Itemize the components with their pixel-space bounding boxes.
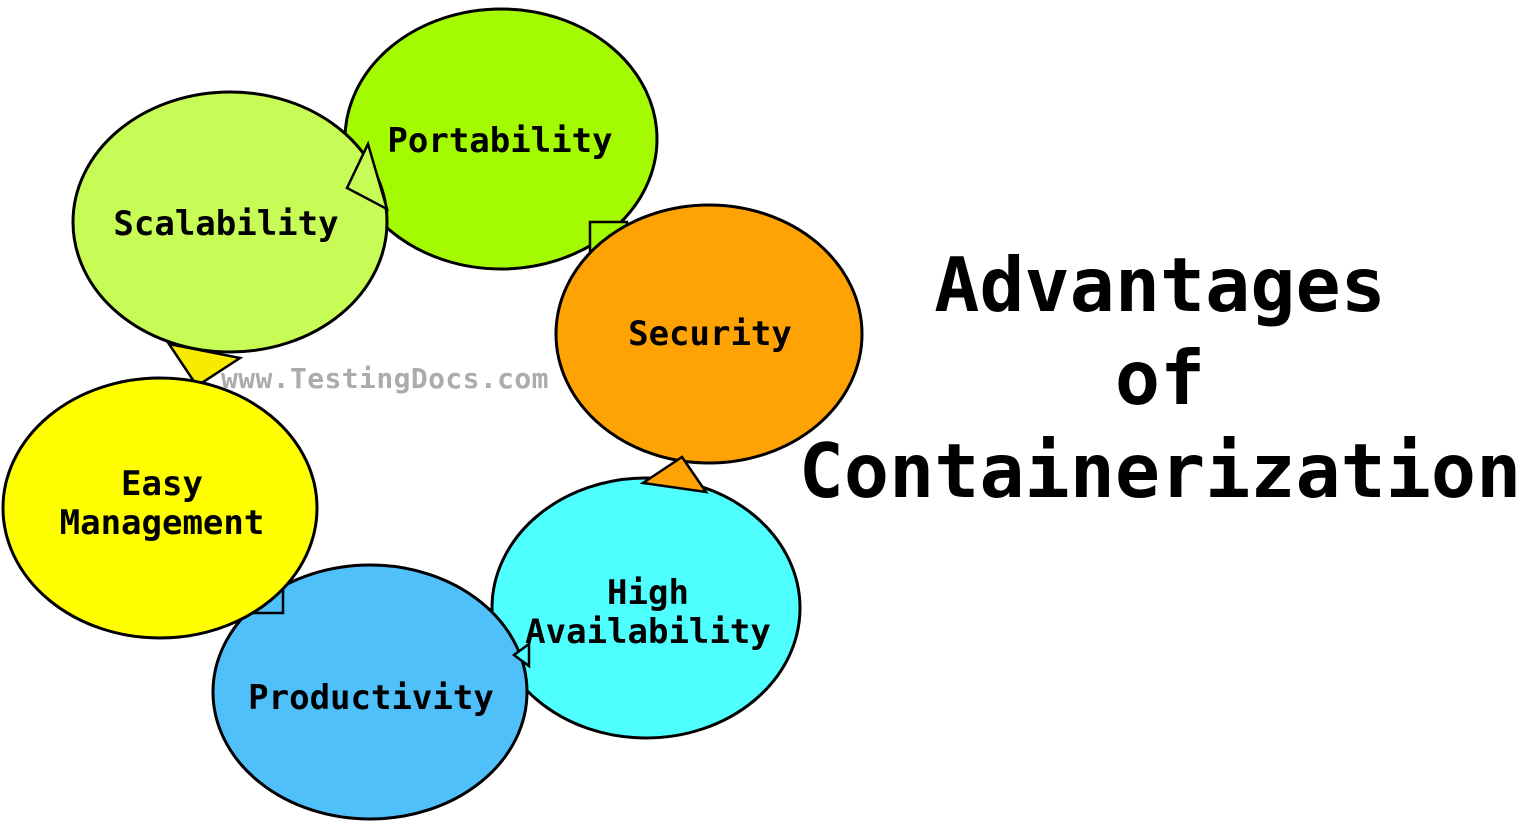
node-scalability-label: Scalability — [113, 204, 338, 244]
node-easy-management-ellipse — [1, 376, 319, 640]
page-title-line-2: of — [1115, 334, 1205, 422]
connector-scalability-easy-management — [166, 342, 244, 388]
node-high-availability-label-line2: Availability — [525, 612, 771, 652]
node-productivity-ellipse — [211, 563, 529, 821]
node-portability-label: Portability — [387, 121, 612, 161]
connector-high-availability-productivity — [511, 641, 531, 669]
node-high-availability-ellipse — [490, 476, 802, 740]
watermark-text: www.TestingDocs.com — [221, 362, 549, 395]
node-easy-management-label-line2: Management — [60, 503, 265, 543]
connector-scalability-portability — [345, 140, 390, 212]
node-security-ellipse — [554, 203, 864, 465]
node-productivity-label: Productivity — [248, 678, 494, 718]
page-title-line-1: Advantages — [934, 241, 1386, 329]
node-easy-management-label-line1: Easy — [121, 464, 203, 504]
node-security-label: Security — [628, 314, 792, 354]
node-high-availability-label-line1: High — [607, 573, 689, 613]
page-title-line-3: Containerization — [799, 427, 1521, 515]
connector-security-high-availability — [639, 455, 709, 494]
node-scalability-ellipse — [71, 90, 389, 354]
